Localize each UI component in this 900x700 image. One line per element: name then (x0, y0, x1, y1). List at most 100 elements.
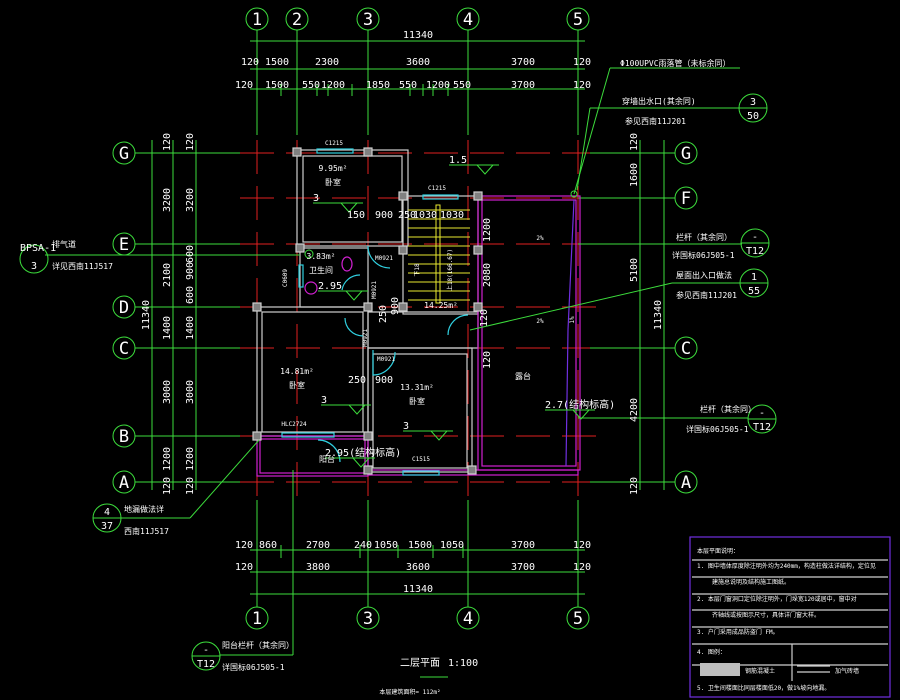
stair-label: 下18 (414, 263, 421, 277)
callout-ref: 详国标06J505-1 (672, 250, 735, 260)
interior-dim: 900 (390, 297, 401, 315)
room-area: 14.25m² (424, 301, 458, 310)
callout-title: 地漏做法详 (124, 504, 164, 514)
notes-line: 建施总说明及结构施工图纸。 (712, 578, 790, 586)
bubble-bottom: T12 (753, 422, 771, 433)
dim-top: 120 (573, 80, 591, 91)
opening-label: M0921 (362, 329, 369, 347)
opening-label: HLC2724 (281, 421, 307, 428)
dim-left: 2100 (162, 263, 173, 287)
bubble-bottom: T12 (746, 246, 764, 257)
dim-bottom: 1500 (408, 540, 432, 551)
dim-bottom: 1050 (440, 540, 464, 551)
interior-dim: 2080 (482, 263, 493, 287)
structural-column (398, 302, 408, 312)
room-name: 露台 (515, 371, 531, 381)
opening-label: C1515 (412, 456, 430, 463)
notes-line: 齐轴线或按图示尺寸，具体详门窗大样。 (712, 611, 820, 619)
room-name: 卧室 (409, 396, 425, 406)
notes-line: 1. 图中墙体厚度除注明外均为240mm，构造柱做法详结构，定位见 (697, 562, 876, 570)
dim-top: 3700 (511, 57, 535, 68)
slope-label: 1% (569, 316, 576, 324)
structural-column (473, 245, 483, 255)
dim-bottom: 2700 (306, 540, 330, 551)
interior-dim: 250 (398, 210, 416, 221)
level-triangle-icon (340, 202, 358, 213)
dim-bottom: 860 (259, 540, 277, 551)
level-mark: 2.95(结构标高) (325, 446, 401, 459)
dim-total-top: 11340 (403, 30, 433, 41)
bubble-top: 3 (750, 97, 756, 108)
axis-label-top: 1 (252, 10, 262, 30)
interior-dim: 150 (347, 210, 365, 221)
leader (469, 282, 673, 331)
callout-title: 阳台栏杆（其余同） (222, 640, 294, 650)
stair-label: 上18(166.67) (446, 249, 454, 291)
room-name: 卧室 (325, 177, 341, 187)
railing-terrace (477, 195, 581, 471)
interior-dim: 1030 (413, 210, 437, 221)
axis-label-right: C (681, 339, 691, 359)
axis-label-left: D (119, 298, 129, 318)
bubble-top: - (203, 645, 209, 656)
dim-left: 600 (185, 286, 196, 304)
dim-left: 1200 (162, 447, 173, 471)
dim-top: 1850 (366, 80, 390, 91)
area-note: 本层建筑面积= 112m² (379, 688, 440, 696)
level-triangle-icon (572, 409, 590, 420)
pipe-note: Φ100UPVC雨落管（未标余同） (620, 58, 731, 68)
callout-bubble (19, 244, 49, 274)
drain-line (565, 199, 575, 467)
interior-dim: 900 (375, 375, 393, 386)
dim-top: 1200 (321, 80, 345, 91)
dim-left: 120 (162, 133, 173, 151)
dim-bottom: 240 (354, 540, 372, 551)
structural-column (363, 302, 373, 312)
axis-label-bottom: 5 (573, 609, 583, 629)
structural-column (398, 191, 408, 201)
level-triangle-icon (352, 457, 370, 468)
bubble-top: 4 (104, 507, 110, 518)
opening-label: C0609 (282, 269, 289, 287)
legend-label: 钢筋混凝土 (745, 667, 775, 675)
door-swing (344, 317, 364, 337)
dim-bottom: 3700 (511, 540, 535, 551)
wall (372, 353, 468, 469)
dim-top: 120 (235, 80, 253, 91)
door-swing (447, 314, 469, 336)
level-mark: 3 (313, 193, 319, 204)
room-name: 卫生间 (309, 265, 333, 275)
callout-title: 栏杆（其余同） (700, 404, 756, 414)
level-triangle-icon (345, 290, 363, 301)
callout-title: 栏杆（其余同） (676, 232, 732, 242)
opening-label: M0921 (375, 255, 393, 262)
level-triangle-icon (476, 164, 494, 175)
structural-column (252, 431, 262, 441)
dim-top: 2300 (315, 57, 339, 68)
dim-right: 120 (629, 133, 640, 151)
structural-column (363, 147, 373, 157)
dim-bottom: 120 (573, 562, 591, 573)
dim-left: 600 (185, 245, 196, 263)
door-swing (341, 274, 361, 291)
railing (481, 199, 577, 467)
dim-top: 3700 (511, 80, 535, 91)
callout-code: BPSA-1 (20, 243, 56, 254)
toilet-icon (341, 256, 353, 272)
structural-column (473, 302, 483, 312)
axis-label-top: 2 (292, 10, 302, 30)
dim-top: 550 (399, 80, 417, 91)
structural-column (398, 245, 408, 255)
dim-bottom: 3800 (306, 562, 330, 573)
opening-label: M0921 (371, 281, 378, 299)
legend-label: 加气砖墙 (835, 667, 859, 675)
bubble-top: - (759, 408, 765, 419)
dim-top: 1200 (426, 80, 450, 91)
dim-bottom: 3700 (511, 562, 535, 573)
window (316, 148, 354, 154)
interior-dim: 900 (375, 210, 393, 221)
axis-label-left: C (119, 339, 129, 359)
room-area: 13.31m² (400, 383, 434, 392)
